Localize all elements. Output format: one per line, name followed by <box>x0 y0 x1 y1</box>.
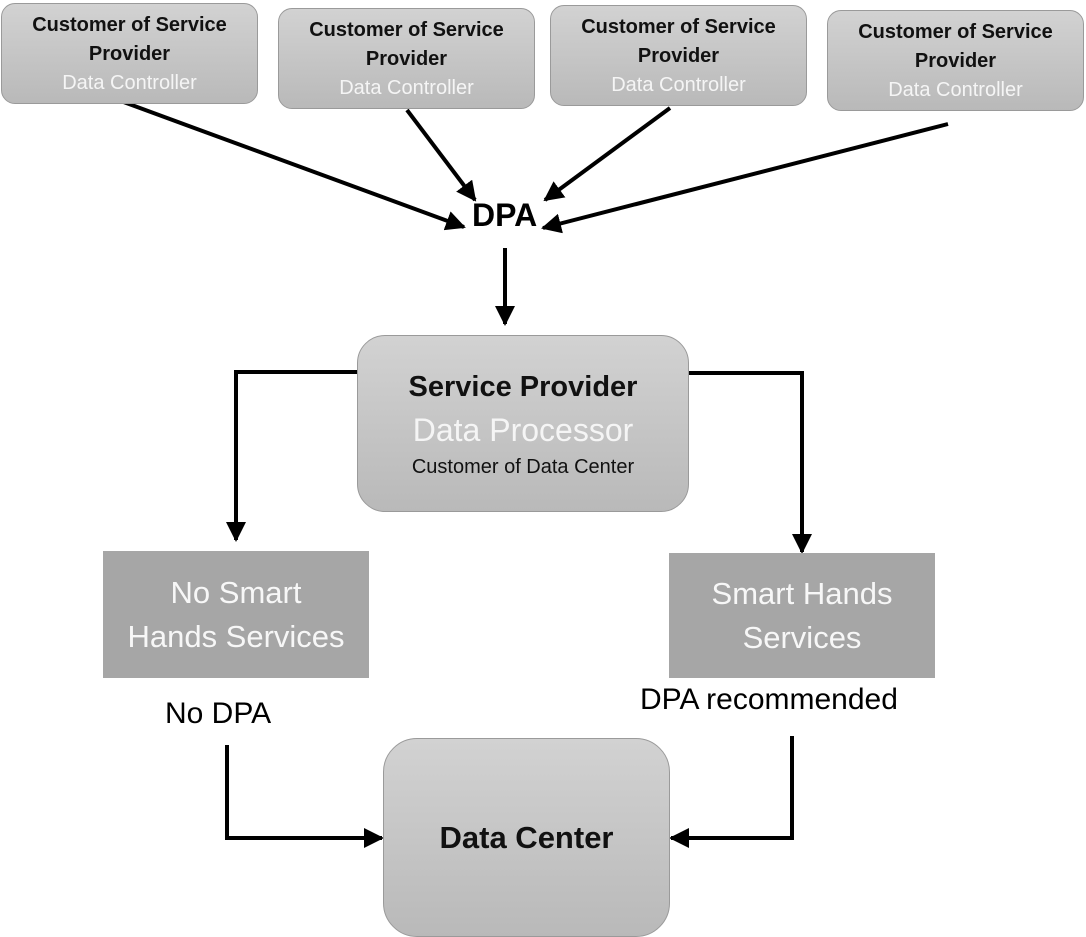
customer-box-3: Customer of Service Provider Data Contro… <box>550 5 807 106</box>
service-provider-role: Data Processor <box>412 411 634 448</box>
service-provider-box: Service Provider Data Processor Customer… <box>357 335 689 512</box>
customer-title: Customer of Service Provider <box>32 13 227 65</box>
service-provider-subtitle: Customer of Data Center <box>411 455 635 478</box>
no-smart-hands-line2: Hands Services <box>127 618 345 654</box>
no-smart-hands-line1: No Smart <box>170 574 302 610</box>
service-provider-title: Service Provider <box>408 370 638 403</box>
dpa-recommended-note: DPA recommended <box>640 683 898 716</box>
data-center-box: Data Center <box>383 738 670 937</box>
arrow-no-dpa-to-data-center <box>225 745 384 848</box>
customer-box-1: Customer of Service Provider Data Contro… <box>1 3 258 104</box>
smart-hands-line2: Services <box>742 619 862 655</box>
customer-title: Customer of Service Provider <box>581 15 776 67</box>
data-center-title: Data Center <box>439 819 614 855</box>
customer-box-4: Customer of Service Provider Data Contro… <box>827 10 1084 111</box>
arrow-customer4-to-dpa <box>541 122 949 234</box>
no-dpa-note: No DPA <box>165 697 272 730</box>
customer-role: Data Controller <box>888 78 1023 101</box>
no-smart-hands-box: No Smart Hands Services <box>103 551 369 678</box>
customer-title: Customer of Service Provider <box>309 18 504 70</box>
customer-role: Data Controller <box>611 73 746 96</box>
customer-box-2: Customer of Service Provider Data Contro… <box>278 8 535 109</box>
arrow-customer3-to-dpa <box>543 106 672 202</box>
arrow-customer2-to-dpa <box>405 108 477 202</box>
dpa-hub-label: DPA <box>472 197 538 233</box>
arrow-customer1-to-dpa <box>117 98 466 231</box>
arrow-provider-to-smart-hands <box>688 371 812 554</box>
smart-hands-box: Smart Hands Services <box>669 553 935 678</box>
arrow-dpa-recommended-to-data-center <box>669 736 794 848</box>
customer-role: Data Controller <box>62 71 197 94</box>
customer-role: Data Controller <box>339 76 474 99</box>
customer-title: Customer of Service Provider <box>858 20 1053 72</box>
arrow-provider-to-no-smart-hands <box>226 370 359 542</box>
smart-hands-line1: Smart Hands <box>711 575 893 611</box>
